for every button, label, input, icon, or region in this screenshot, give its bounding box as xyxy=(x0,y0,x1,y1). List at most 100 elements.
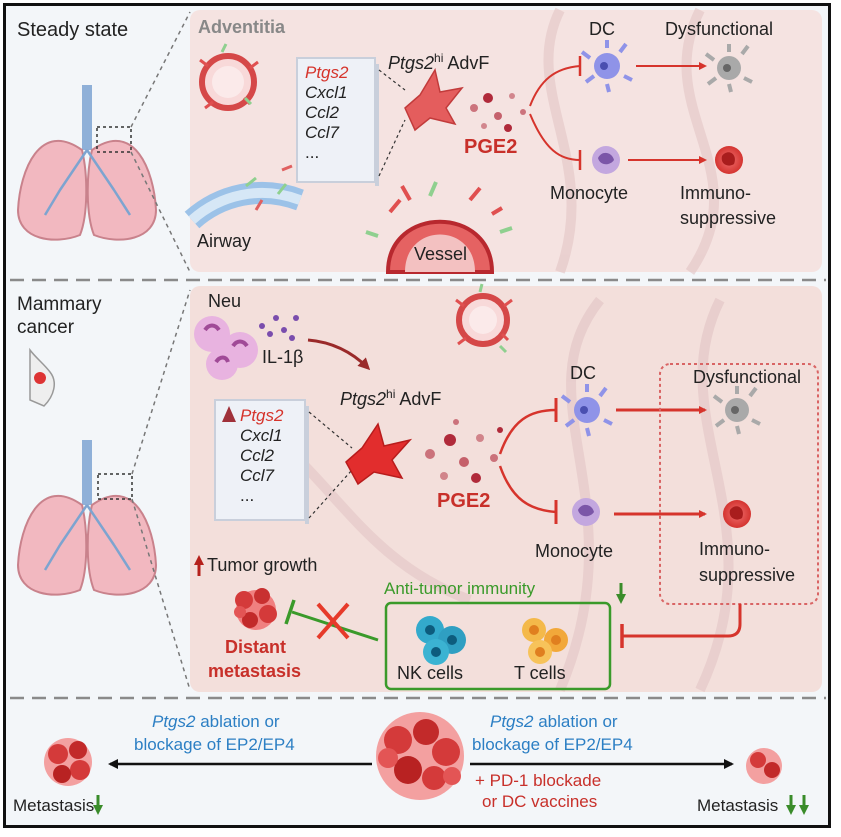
right-treatment-line2: blockage of EP2/EP4 xyxy=(472,735,633,754)
gene-item: ... xyxy=(305,143,320,162)
tumor-icon xyxy=(376,712,464,800)
gene-list-1: Ptgs2 Cxcl1 Ccl2 Ccl7 ... xyxy=(305,63,348,163)
gene-item: Ptgs2 xyxy=(240,406,284,425)
tumor-icon xyxy=(44,738,92,786)
nk-cell-icon xyxy=(416,616,466,665)
right-treatment-line1: Ptgs2 ablation or xyxy=(490,713,618,730)
right-treatment-line3: + PD-1 blockade xyxy=(475,771,602,790)
gene-item: Cxcl1 xyxy=(240,426,283,445)
arrow-il1b-advf xyxy=(307,338,371,371)
tumor-icon xyxy=(746,748,782,784)
vessel-icon-small-1 xyxy=(199,43,259,111)
monocyte-icon xyxy=(572,498,600,526)
right-gene: Ptgs2 xyxy=(490,712,534,731)
gene-item: Cxcl1 xyxy=(305,83,348,102)
advf-sup: hi xyxy=(386,387,396,401)
advf-suffix: AdvF xyxy=(395,389,442,409)
right-treatment-line4: or DC vaccines xyxy=(482,792,598,811)
down-arrow-icon xyxy=(616,594,626,604)
t-cell-label: T cells xyxy=(514,663,566,683)
advf-gene: Ptgs2 xyxy=(340,389,387,409)
gene-list-2: Ptgs2 Cxcl1 Ccl2 Ccl7 ... xyxy=(240,406,283,506)
neu-label: Neu xyxy=(208,291,242,311)
dysfunctional-label: Dysfunctional xyxy=(665,19,774,39)
gene-item: Ptgs2 xyxy=(305,63,349,82)
advf-sup: hi xyxy=(434,51,444,65)
up-arrow-icon xyxy=(194,555,204,565)
pge2-dots-2 xyxy=(425,419,503,483)
breast-icon xyxy=(29,347,56,407)
monocyte-label: Monocyte xyxy=(535,541,614,561)
lung-icon xyxy=(16,289,191,691)
tumor-icon xyxy=(234,588,277,630)
dc-icon xyxy=(580,40,633,93)
neutrophil-icon xyxy=(194,316,258,380)
immuno-label-1: Immuno- xyxy=(699,539,771,559)
gene-item: Ccl2 xyxy=(240,446,275,465)
down-arrow-icon xyxy=(799,805,809,815)
dysfunctional-dc-icon xyxy=(712,386,761,435)
left-rest: ablation or xyxy=(195,712,280,731)
down-arrow-icon xyxy=(786,805,796,815)
left-metastasis-label: Metastasis xyxy=(13,796,95,815)
left-treatment-line2: blockage of EP2/EP4 xyxy=(134,735,295,754)
immunosuppressive-cell-icon xyxy=(715,146,743,174)
fibroblast-icon xyxy=(345,422,413,486)
advf-suffix: AdvF xyxy=(443,53,490,73)
gene-item: Ccl7 xyxy=(305,123,340,142)
gene-box-1 xyxy=(296,57,379,186)
immuno-label-2: suppressive xyxy=(680,208,777,228)
dc-icon xyxy=(560,384,613,437)
inhibit-to-mono-2 xyxy=(498,465,557,514)
gene-item: Ccl2 xyxy=(305,103,340,122)
il1b-label: IL-1β xyxy=(262,347,304,367)
left-gene: Ptgs2 xyxy=(152,712,196,731)
cross-icon xyxy=(316,602,350,640)
panel2-background xyxy=(190,286,822,692)
dysfunctional-label: Dysfunctional xyxy=(693,367,802,387)
inhibit-to-mono-1 xyxy=(529,113,581,161)
dysfunctional-dc-icon xyxy=(704,44,753,93)
panel2-title-2: cancer xyxy=(17,317,75,338)
left-treatment-line1: Ptgs2 ablation or xyxy=(152,713,280,730)
inhibit-to-dc-1 xyxy=(529,65,581,107)
vessel-icon xyxy=(365,181,513,274)
il1b-dots xyxy=(259,315,299,341)
airway-icon xyxy=(184,164,304,229)
advf-label: Ptgs2hi AdvF xyxy=(340,388,441,408)
gene-item: ... xyxy=(240,486,255,505)
dc-label: DC xyxy=(589,19,615,39)
tumor-growth-label: Tumor growth xyxy=(207,555,318,575)
inhibit-immunity-line xyxy=(622,604,742,638)
advf-label: Ptgs2hi AdvF xyxy=(388,52,489,72)
adventitia-label: Adventitia xyxy=(198,17,286,37)
right-metastasis-label: Metastasis xyxy=(697,796,779,815)
pge2-label: PGE2 xyxy=(437,490,491,512)
fibroblast-icon xyxy=(404,68,464,132)
immuno-label-1: Immuno- xyxy=(680,183,752,203)
pge2-label: PGE2 xyxy=(464,136,518,158)
vessel-label: Vessel xyxy=(414,244,468,264)
immunity-box xyxy=(384,601,612,691)
advf-gene: Ptgs2 xyxy=(388,53,435,73)
immuno-label-2: suppressive xyxy=(699,565,796,585)
lung-icon xyxy=(16,11,191,273)
t-cell-icon xyxy=(522,618,568,664)
vessel-icon-small-2 xyxy=(455,283,513,354)
gene-item: Ccl7 xyxy=(240,466,275,485)
dc-label: DC xyxy=(570,363,596,383)
monocyte-icon xyxy=(592,146,620,174)
distant-label-2: metastasis xyxy=(208,661,302,681)
monocyte-label: Monocyte xyxy=(550,183,629,203)
immunosuppressive-cell-icon xyxy=(723,500,751,528)
anti-tumor-label: Anti-tumor immunity xyxy=(384,579,536,598)
right-rest: ablation or xyxy=(533,712,618,731)
panel2-title-1: Mammary xyxy=(17,294,102,315)
distant-label-1: Distant xyxy=(225,637,287,657)
pge2-dots-1 xyxy=(470,93,526,132)
panel1-title: Steady state xyxy=(17,19,129,41)
gene-box-2 xyxy=(214,399,309,524)
inhibit-to-dc-2 xyxy=(498,408,557,455)
